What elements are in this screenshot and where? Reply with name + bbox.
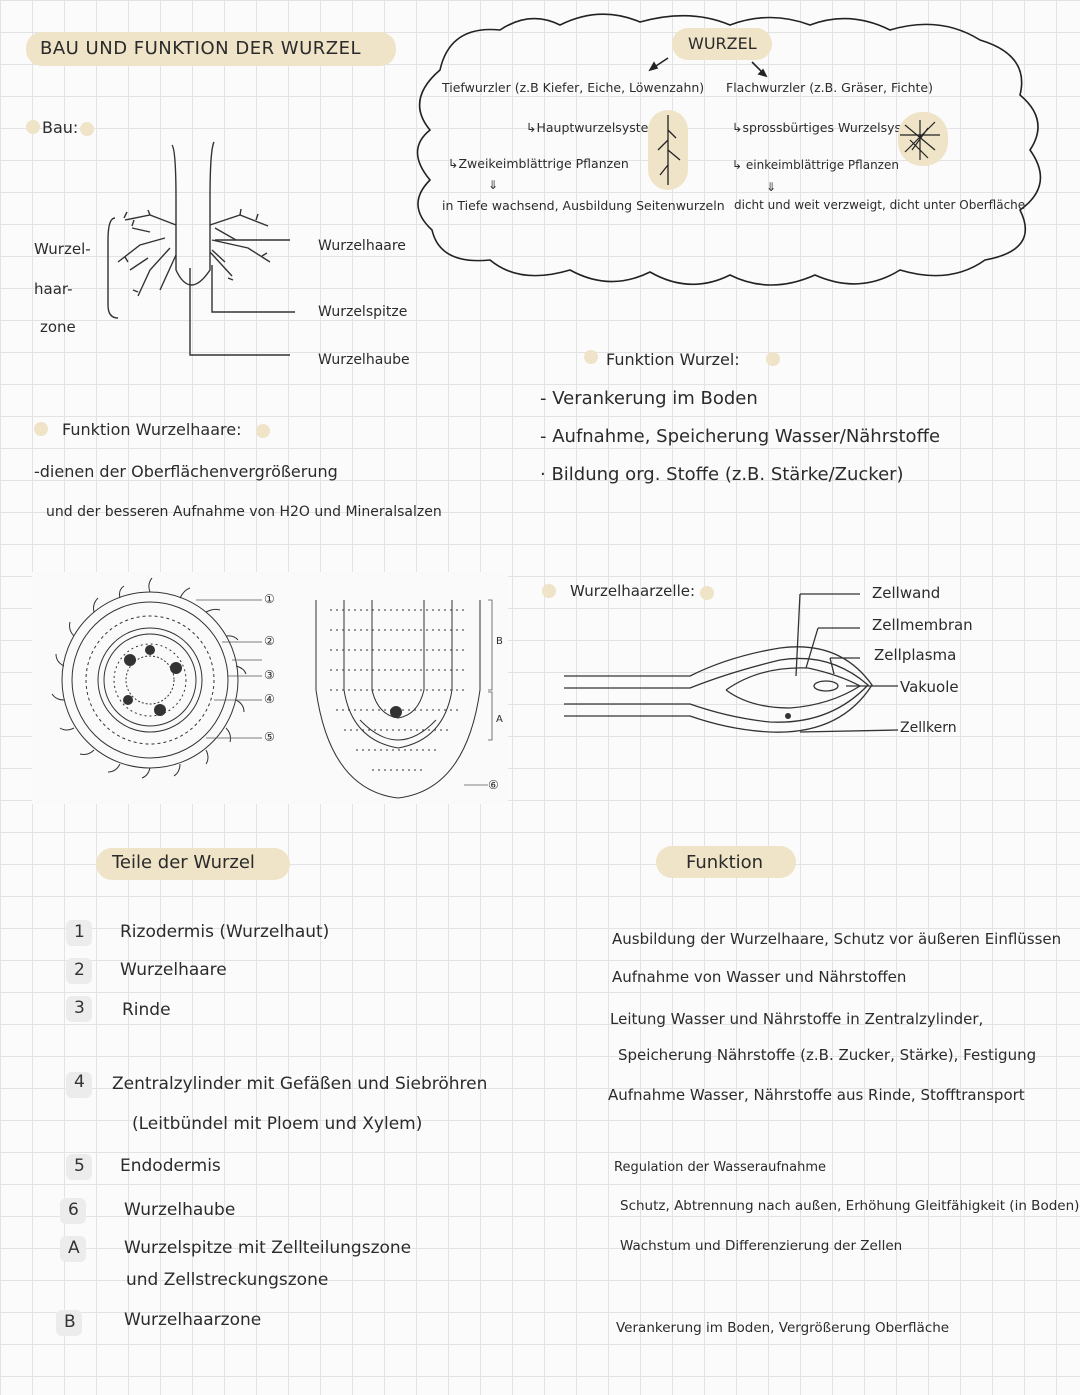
row-number: 1 <box>74 922 85 942</box>
funktion-heading-highlight <box>656 846 796 878</box>
section-letter-a: A <box>496 714 503 725</box>
funktion-wurzel-heading: Funktion Wurzel: <box>606 350 740 369</box>
row-number-bg <box>56 1310 82 1336</box>
function-text: Schutz, Abtrennung nach außen, Erhöhung … <box>620 1198 1080 1214</box>
haarzelle-dot-end <box>700 586 714 600</box>
bau-dot-end <box>80 122 94 136</box>
cloud-left-l3: ↳Zweikeimblättrige Pflanzen <box>448 156 629 171</box>
cloud-left-arrow: ⇓ <box>488 178 499 192</box>
cloud-title-highlight <box>672 28 772 60</box>
cloud-right-arrow: ⇓ <box>766 180 777 194</box>
cloud-right-l4: dicht und weit verzweigt, dicht unter Ob… <box>734 198 1026 212</box>
funktion-haare-dot-end <box>256 424 270 438</box>
row-number: 2 <box>74 960 85 980</box>
part-name: Endodermis <box>120 1156 221 1176</box>
part-name: Rinde <box>122 1000 171 1020</box>
row-number: B <box>64 1312 76 1332</box>
teile-heading-highlight <box>96 848 290 880</box>
cloud-right-l2: ↳sprossbürtiges Wurzelsystem <box>732 120 926 135</box>
funktion-wurzel-dot-end <box>766 352 780 366</box>
zone-label-2: haar- <box>34 280 73 298</box>
haarzelle-label-zellwand: Zellwand <box>872 584 941 602</box>
function-text: Ausbildung der Wurzelhaare, Schutz vor ä… <box>612 930 1062 948</box>
section-marker-2: ② <box>264 634 275 648</box>
funktion-haare-line-1: -dienen der Oberflächenvergrößerung <box>34 462 338 481</box>
row-number-bg <box>60 1236 86 1262</box>
funktion-haare-heading: Funktion Wurzelhaare: <box>62 420 242 439</box>
function-text: Speicherung Nährstoffe (z.B. Zucker, Stä… <box>618 1046 1037 1064</box>
part-name: Wurzelhaarzone <box>124 1310 262 1330</box>
callout-wurzelhaare: Wurzelhaare <box>318 238 406 254</box>
funktion-wurzel-dot <box>584 350 598 364</box>
row-number-bg <box>66 1072 92 1098</box>
function-text: Aufnahme Wasser, Nährstoffe aus Rinde, S… <box>608 1086 1025 1104</box>
callout-wurzelspitze: Wurzelspitze <box>318 304 408 320</box>
part-name: Rizodermis (Wurzelhaut) <box>120 922 330 942</box>
row-number: 5 <box>74 1156 85 1176</box>
page-title: BAU UND FUNKTION DER WURZEL <box>40 38 362 59</box>
row-number: A <box>68 1238 80 1258</box>
zone-label-1: Wurzel- <box>34 240 91 258</box>
function-text: Regulation der Wasseraufnahme <box>614 1160 827 1175</box>
haarzelle-dot <box>542 584 556 598</box>
section-marker-6: ⑥ <box>488 778 499 792</box>
haarzelle-heading: Wurzelhaarzelle: <box>570 582 696 600</box>
haarzelle-label-zellmembran: Zellmembran <box>872 616 973 634</box>
part-name: Zentralzylinder mit Gefäßen und Siebröhr… <box>112 1074 488 1094</box>
part-name: Wurzelhaube <box>124 1200 236 1220</box>
cloud-left-l4: in Tiefe wachsend, Ausbildung Seitenwurz… <box>442 198 725 213</box>
section-marker-5: ⑤ <box>264 730 275 744</box>
haarzelle-label-vakuole: Vakuole <box>900 678 959 696</box>
part-name-continued: (Leitbündel mit Ploem und Xylem) <box>132 1114 423 1134</box>
funktion-wurzel-item-2: - Aufnahme, Speicherung Wasser/Nährstoff… <box>540 426 941 447</box>
cloud-left-l1: Tiefwurzler (z.B Kiefer, Eiche, Löwenzah… <box>442 80 705 95</box>
function-text: Verankerung im Boden, Vergrößerung Oberf… <box>616 1320 950 1336</box>
cloud-title: WURZEL <box>688 34 757 53</box>
funktion-wurzel-item-3: · Bildung org. Stoffe (z.B. Stärke/Zucke… <box>540 464 904 485</box>
function-text: Aufnahme von Wasser und Nährstoffen <box>612 968 907 986</box>
funktion-wurzel-item-1: - Verankerung im Boden <box>540 388 758 409</box>
function-text: Leitung Wasser und Nährstoffe in Zentral… <box>610 1010 984 1028</box>
part-name: Wurzelhaare <box>120 960 227 980</box>
haarzelle-label-zellkern: Zellkern <box>900 720 957 736</box>
bau-dot <box>26 120 40 134</box>
function-text: Wachstum und Differenzierung der Zellen <box>620 1238 903 1254</box>
row-number-bg <box>66 1154 92 1180</box>
section-marker-1: ① <box>264 592 275 606</box>
row-number: 4 <box>74 1072 85 1092</box>
section-marker-4: ④ <box>264 692 275 706</box>
teile-heading: Teile der Wurzel <box>112 852 255 873</box>
row-number-bg <box>66 996 92 1022</box>
row-number-bg <box>66 958 92 984</box>
part-name-continued: und Zellstreckungszone <box>126 1270 329 1290</box>
row-number: 3 <box>74 998 85 1018</box>
row-number-bg <box>60 1198 86 1224</box>
cloud-right-l1: Flachwurzler (z.B. Gräser, Fichte) <box>726 80 933 95</box>
row-number-bg <box>66 920 92 946</box>
cloud-right-l3: ↳ einkeimblättrige Pflanzen <box>732 158 899 172</box>
section-marker-3: ③ <box>264 668 275 682</box>
funktion-haare-dot <box>34 422 48 436</box>
row-number: 6 <box>68 1200 79 1220</box>
funktion-heading: Funktion <box>686 852 764 873</box>
title-highlight <box>26 32 396 66</box>
section-letter-b: B <box>496 636 503 647</box>
part-name: Wurzelspitze mit Zellteilungszone <box>124 1238 412 1258</box>
callout-wurzelhaube: Wurzelhaube <box>318 352 410 368</box>
bau-label: Bau: <box>42 118 79 137</box>
cloud-left-l2: ↳Hauptwurzelsystem <box>526 120 661 135</box>
section-diagram-bg <box>32 572 508 804</box>
fibrous-highlight <box>898 112 948 166</box>
haarzelle-label-zellplasma: Zellplasma <box>874 646 957 664</box>
zone-label-3: zone <box>40 318 76 336</box>
funktion-haare-line-2: und der besseren Aufnahme von H2O und Mi… <box>46 504 442 520</box>
